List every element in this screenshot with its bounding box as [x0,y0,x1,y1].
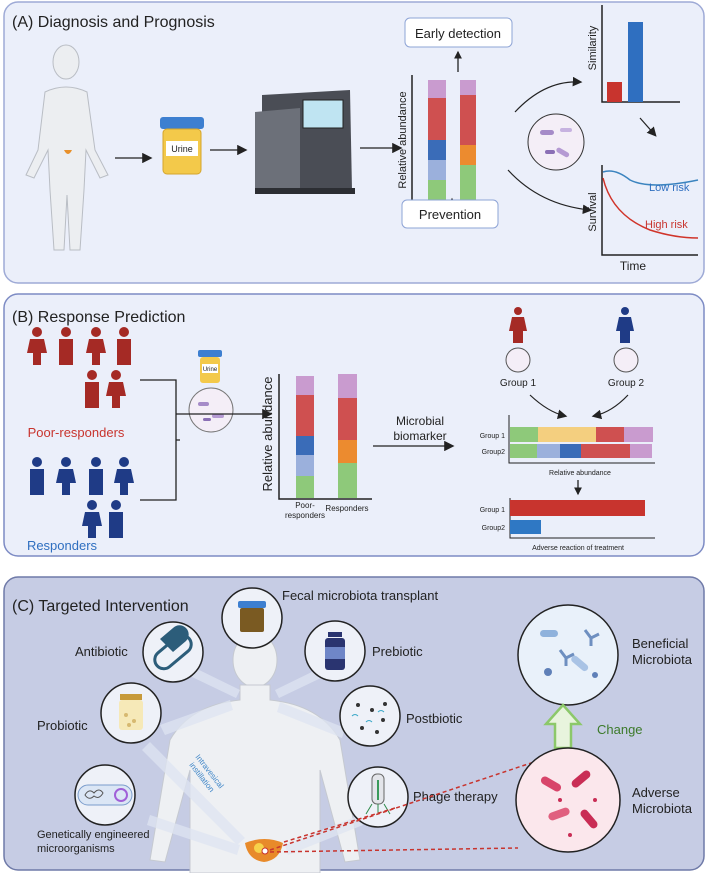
delivery-arrows [142,668,363,855]
low-risk-label: Low risk [649,182,690,194]
panel-c: (C) Targeted Intervention Intravesical i… [3,576,705,873]
beneficial-label-2: Microbiota [632,652,693,667]
group2-person-icon [613,307,639,373]
probiotic-label: Probiotic [37,718,88,733]
microbe-circle-icon [527,113,585,171]
responders-people-icon [30,457,134,538]
gem-label: Genetically engineered [37,829,150,841]
prevention-box [401,199,499,229]
similarity-chart [601,5,680,103]
responders-label: Responders [27,538,98,553]
relative-abundance-label: Relative abundance [549,470,611,477]
fmt-label: Fecal microbiota transplant [282,588,438,603]
early-detection-box [404,17,513,48]
fmt-icon [221,587,283,649]
time-label: Time [620,259,647,273]
prebiotic-label: Prebiotic [372,644,423,659]
antibiotic-icon [142,621,204,683]
urine-label: Urine [171,144,193,154]
panel-b-title: (B) Response Prediction [12,309,185,326]
adverse-reaction-label: Adverse reaction of treatment [532,545,624,552]
change-label: Change [597,722,643,737]
survival-label: Survival [587,192,599,231]
x-label-responders: Responders [325,504,368,513]
similarity-label: Similarity [587,25,599,70]
urine-label-small: Urine [203,367,218,373]
y-axis-label: Relative abundance [397,91,409,188]
urine-cup-small-icon [198,350,222,383]
group-abundance-chart [508,415,655,464]
microbe-circle-icon [188,387,234,433]
group1-person-icon [505,307,531,373]
human-figure-icon [25,44,109,251]
antibiotic-label: Antibiotic [75,644,128,659]
bladder-icon [64,150,72,154]
phage-label: Phage therapy [413,789,498,804]
beneficial-microbiota-icon [517,604,619,706]
biomarker-label-2: biomarker [393,429,446,443]
row-label-group1: Group 1 [480,507,505,514]
postbiotic-label: Postbiotic [406,711,463,726]
x-label-poor: Poor- [295,501,315,510]
x-label-poor-2: responders [285,511,325,520]
gem-label-2: microorganisms [37,843,115,855]
sequencer-icon [255,90,355,194]
panel-a-title: (A) Diagnosis and Prognosis [12,14,215,31]
biomarker-label: Microbial [396,414,444,428]
abundance-chart-b [278,374,372,500]
panel-a: (A) Diagnosis and Prognosis Urine [3,1,705,284]
row-label-group2: Group2 [482,449,505,456]
group2-label: Group 2 [608,378,645,389]
prebiotic-icon [304,620,366,682]
adverse-label-2: Microbiota [632,801,693,816]
postbiotic-icon [339,685,401,747]
probiotic-icon [100,682,162,744]
high-risk-label: High risk [645,219,688,231]
group1-label: Group 1 [500,378,537,389]
panel-b: (B) Response Prediction Poor-responders … [3,293,705,557]
panel-c-title: (C) Targeted Intervention [12,598,189,615]
urine-cup-icon [160,117,204,175]
prevention-label: Prevention [419,207,481,222]
row-label-group2: Group2 [482,525,505,532]
adverse-microbiota-icon [515,747,621,853]
gem-icon [74,764,136,826]
adverse-reaction-chart [509,498,655,539]
bladder-icon [245,839,283,862]
y-axis-label: Relative abundance [260,377,275,492]
human-body-icon [149,632,361,873]
phage-icon [347,766,409,828]
survival-chart [601,165,699,256]
beneficial-label: Beneficial [632,636,688,651]
poor-responders-people-icon [27,327,131,408]
row-label-group1: Group 1 [480,433,505,440]
early-detection-label: Early detection [415,26,501,41]
adverse-label: Adverse [632,785,680,800]
poor-responders-label: Poor-responders [28,425,125,440]
